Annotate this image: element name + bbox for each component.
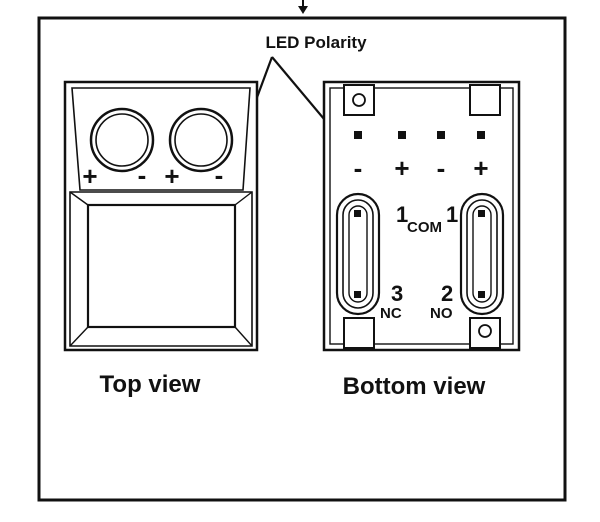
top-view: + - + - Top view [63, 80, 259, 398]
contact-com-left-number: 1 [396, 202, 408, 227]
mounting-tab-bottom-left [343, 317, 375, 349]
top-view-body [63, 80, 259, 352]
bottom-view-caption: Bottom view [343, 373, 486, 400]
contact-com-label: COM [407, 219, 442, 236]
top-view-polarity-4: - [215, 160, 224, 190]
contact-no-label: NO [430, 305, 453, 322]
led-pin-1 [354, 131, 362, 139]
led-left [89, 107, 155, 173]
contact-nc-number: 3 [391, 281, 403, 306]
bottom-view-polarity-2: + [394, 153, 409, 183]
top-view-bevel-lines [69, 191, 253, 347]
bottom-view-body [322, 80, 521, 352]
led-pins [354, 131, 485, 139]
bottom-view-inner [329, 87, 514, 345]
bottom-view-polarity-4: + [473, 153, 488, 183]
contact-slot-right [459, 192, 505, 316]
bottom-view-polarity-1: - [354, 153, 363, 183]
contact-slot-left [335, 192, 381, 316]
contact-no-number: 2 [441, 281, 453, 306]
led-pin-3 [437, 131, 445, 139]
led-pin-2 [398, 131, 406, 139]
led-right [168, 107, 234, 173]
bottom-view-polarity-3: - [437, 153, 446, 183]
top-view-caption: Top view [100, 371, 201, 398]
mounting-tab-top-right [469, 84, 501, 116]
top-view-upper-bevel [71, 87, 251, 191]
contact-com-right-number: 1 [446, 202, 458, 227]
top-view-polarity-1: + [82, 161, 97, 191]
top-view-polarity-3: + [164, 161, 179, 191]
top-view-window [86, 203, 237, 329]
mounting-tab-bottom-right [469, 317, 501, 349]
top-view-polarity-2: - [138, 160, 147, 190]
bottom-view: - + - + 1 COM 1 3 NC 2 NO Bottom view [322, 80, 521, 400]
contact-nc-label: NC [380, 305, 402, 322]
top-arrow [298, 0, 308, 14]
mounting-tab-top-left [343, 84, 375, 116]
led-pin-4 [477, 131, 485, 139]
outer-frame [37, 16, 567, 502]
led-polarity-title: LED Polarity [265, 33, 367, 52]
